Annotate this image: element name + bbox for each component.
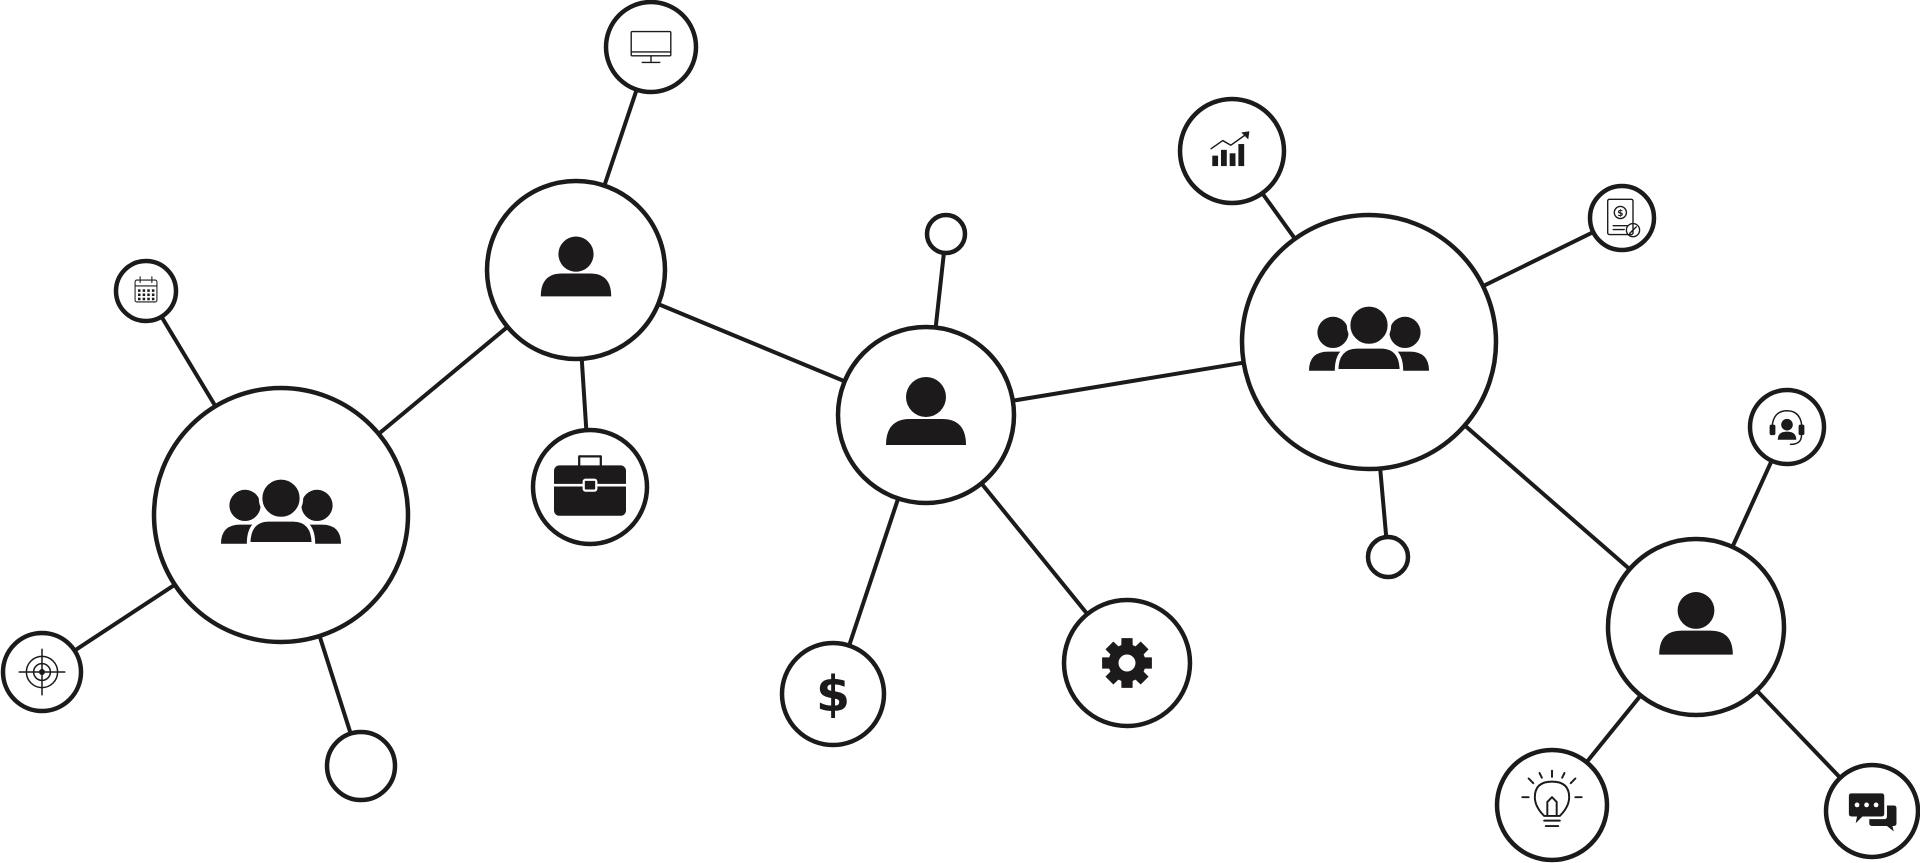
target-icon — [18, 648, 66, 696]
user-icon — [540, 236, 612, 297]
dollar-icon: $ — [816, 666, 850, 723]
node-empty-center — [924, 212, 968, 256]
node-briefcase — [530, 427, 650, 547]
svg-text:$: $ — [816, 666, 850, 723]
node-empty-right — [1365, 534, 1411, 580]
node-user-center — [835, 324, 1017, 506]
node-group-left — [151, 385, 411, 645]
user-icon — [1659, 592, 1733, 655]
svg-text:$: $ — [1617, 209, 1623, 219]
headset-icon — [1769, 410, 1805, 446]
invoice-icon: $ — [1607, 198, 1641, 238]
node-chart — [1177, 96, 1287, 206]
node-target — [0, 630, 84, 714]
monitor-icon — [630, 30, 672, 64]
node-circle — [1494, 747, 1610, 863]
chart-icon — [1210, 131, 1250, 167]
node-empty-left — [324, 729, 398, 803]
group-icon — [221, 475, 341, 546]
lightbulb-icon — [1521, 769, 1583, 828]
node-circle — [603, 0, 699, 95]
node-circle — [924, 212, 968, 256]
group-icon — [1309, 302, 1429, 373]
node-monitor — [603, 0, 699, 95]
node-user-right — [1605, 536, 1787, 718]
user-icon — [886, 377, 966, 445]
node-calendar — [113, 258, 179, 324]
gear-icon — [1102, 638, 1152, 688]
node-headset — [1747, 387, 1827, 467]
node-chat — [1823, 762, 1920, 860]
node-user-top — [484, 178, 668, 362]
node-bulb — [1494, 747, 1610, 863]
node-group-right — [1239, 212, 1499, 472]
node-circle — [779, 640, 887, 748]
node-dollar: $ — [779, 640, 887, 748]
node-gear — [1061, 597, 1193, 729]
calendar-icon — [134, 276, 158, 303]
chat-icon — [1848, 793, 1897, 832]
node-circle — [1177, 96, 1287, 206]
node-document: $ — [1587, 183, 1657, 253]
node-circle — [324, 729, 398, 803]
node-circle — [113, 258, 179, 324]
briefcase-icon — [553, 455, 627, 516]
node-circle — [1365, 534, 1411, 580]
